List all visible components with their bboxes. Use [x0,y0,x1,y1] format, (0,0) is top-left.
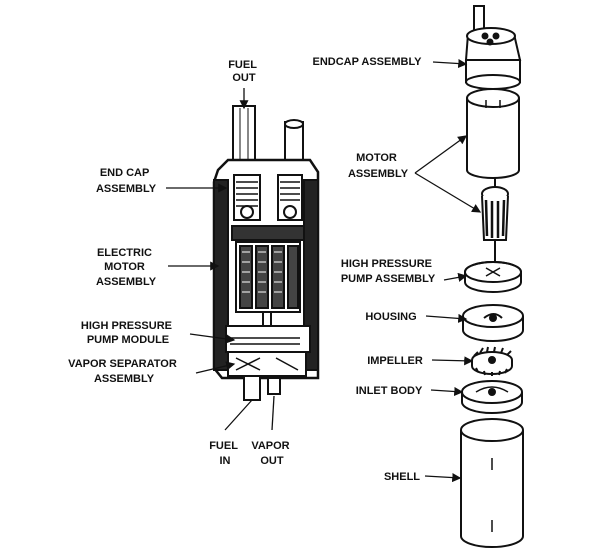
label-fuel-in: FUEL IN [209,440,241,467]
inlet-body-part [461,380,523,414]
exploded-view [460,5,524,548]
leader-lines [166,58,482,483]
housing-part [462,304,524,342]
label-vapor-separator: VAPOR SEPARATOR ASSEMBLY [68,358,180,385]
label-inlet-body: INLET BODY [356,385,423,397]
label-electric-motor: ELECTRIC MOTOR ASSEMBLY [96,247,157,288]
labels: FUEL OUT END CAP ASSEMBLY ELECTRIC MOTOR… [68,56,436,483]
shell-part [460,418,524,548]
label-impeller: IMPELLER [367,355,423,367]
endcap-part [464,5,522,90]
impeller-part [471,346,513,376]
motor-housing-part [466,88,520,179]
label-motor-assembly: MOTOR ASSEMBLY [348,152,409,180]
label-endcap-assembly: ENDCAP ASSEMBLY [312,56,422,68]
assembled-pump-cutaway [212,105,320,401]
label-hp-pump-assembly: HIGH PRESSURE PUMP ASSEMBLY [341,258,436,285]
label-vapor-out: VAPOR OUT [251,440,292,467]
label-shell: SHELL [384,471,420,483]
armature-part [481,178,509,266]
label-fuel-out: FUEL OUT [228,59,260,84]
label-end-cap: END CAP ASSEMBLY [96,167,157,195]
label-housing: HOUSING [365,311,416,323]
label-hp-pump-module: HIGH PRESSURE PUMP MODULE [81,320,175,346]
pump-disk-part [464,261,522,293]
